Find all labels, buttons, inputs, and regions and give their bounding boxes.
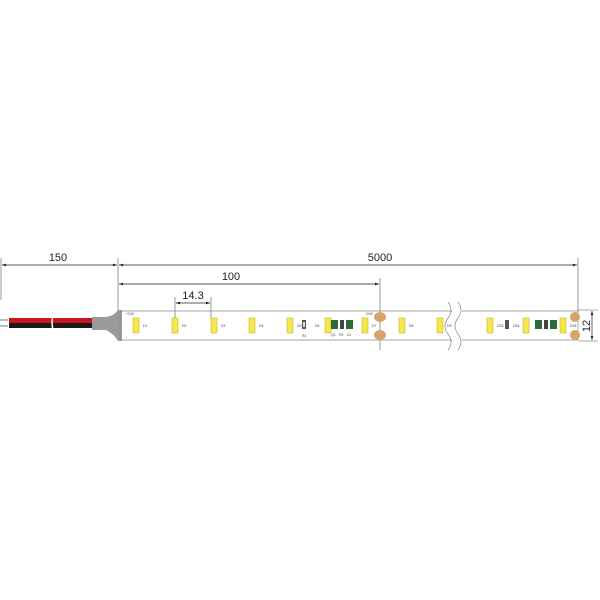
- dim-width-label: 12: [581, 320, 593, 332]
- led-d6: [324, 317, 332, 334]
- led-label: D4: [259, 324, 264, 328]
- d1-label: D1: [347, 333, 352, 337]
- extension-lines: [0, 258, 598, 350]
- led-d8: [398, 317, 406, 334]
- led-label: D6: [315, 324, 320, 328]
- led-d34: [522, 317, 530, 334]
- transistors: [331, 320, 557, 329]
- led-label: D3: [221, 324, 226, 328]
- led-d1: [132, 317, 140, 334]
- led-d7: [361, 317, 369, 334]
- led-label: D34: [513, 324, 519, 328]
- plus-24v-label: +24V: [365, 312, 374, 316]
- led-d9: [436, 317, 444, 334]
- led-label: D33: [497, 324, 503, 328]
- dim-pitch-label: 14.3: [182, 290, 203, 302]
- led-label: D1: [143, 324, 148, 328]
- led-d3: [210, 317, 218, 334]
- led-d33: [486, 317, 494, 334]
- led-label: D35: [570, 324, 576, 328]
- wire-connector: [92, 310, 122, 341]
- q1-label: Q1: [331, 333, 336, 337]
- led-d2: [171, 317, 179, 334]
- led-d4: [248, 317, 256, 334]
- led-label: D5: [297, 324, 302, 328]
- resistor-r1: [302, 320, 306, 329]
- plus-24v-start-label: +24V: [126, 312, 135, 316]
- dim-strip-label: 5000: [368, 252, 392, 264]
- minus-label: -: [126, 335, 128, 339]
- dim-cut-label: 100: [222, 271, 240, 283]
- cut-pads: [374, 312, 580, 340]
- r1-label: R1: [302, 334, 307, 338]
- led-d35: [559, 317, 567, 334]
- r2-label: R2: [339, 333, 344, 337]
- led-label: D9: [447, 324, 452, 328]
- dim-wire-label: 150: [49, 252, 67, 264]
- power-wire: [0, 315, 93, 331]
- led-label: D7: [372, 324, 377, 328]
- led-label: D2: [182, 324, 187, 328]
- led-d5: [286, 317, 294, 334]
- led-label: D8: [409, 324, 414, 328]
